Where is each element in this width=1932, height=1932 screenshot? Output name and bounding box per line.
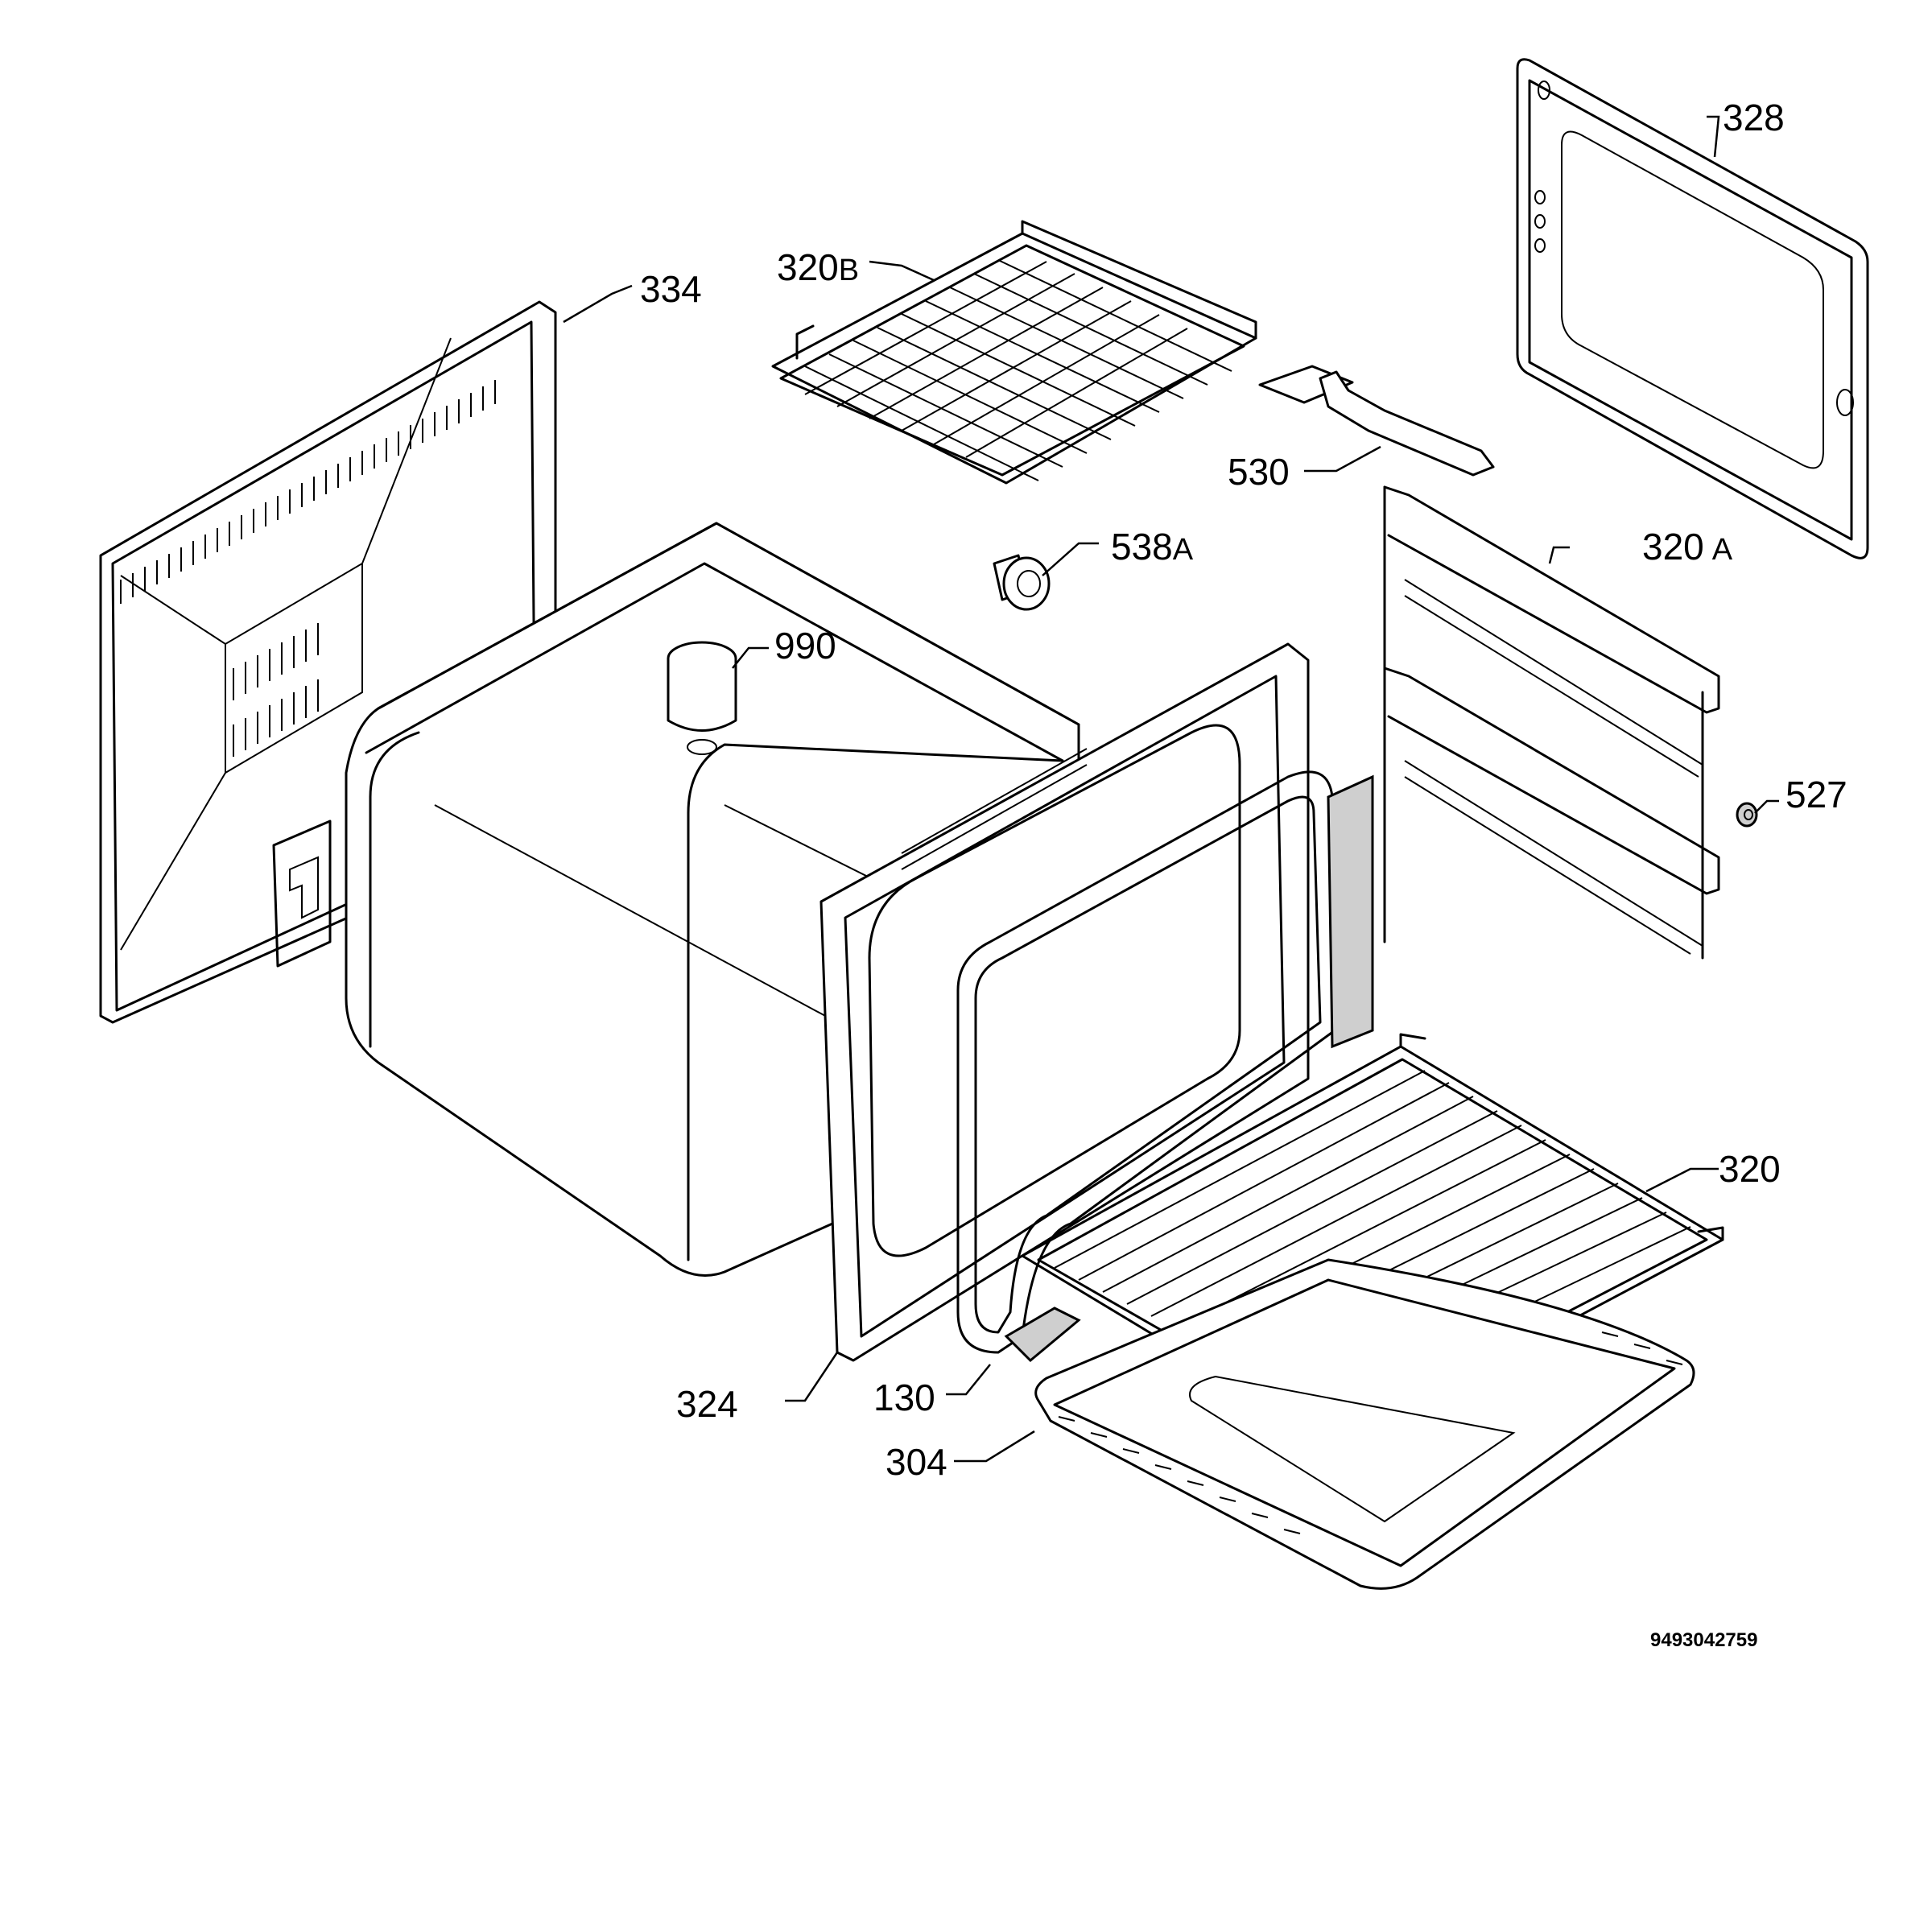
part-324-front-frame[interactable] bbox=[819, 642, 1310, 1362]
part-label-130: 130 bbox=[873, 1377, 935, 1418]
part-label-538A: 538A bbox=[1111, 526, 1194, 568]
part-label-334: 334 bbox=[640, 268, 702, 310]
part-label-328: 328 bbox=[1723, 97, 1785, 138]
part-label-530: 530 bbox=[1228, 451, 1290, 493]
part-label-320: 320 bbox=[1719, 1148, 1781, 1190]
part-label-527: 527 bbox=[1785, 774, 1847, 815]
part-328-door-glass[interactable] bbox=[1516, 58, 1869, 559]
part-530-handle[interactable] bbox=[1258, 365, 1495, 477]
part-320B-wire-rack[interactable] bbox=[771, 220, 1257, 485]
part-label-990: 990 bbox=[774, 625, 836, 667]
part-label-320B: 320B bbox=[777, 246, 859, 288]
part-130-door-seal[interactable] bbox=[956, 770, 1374, 1363]
document-number: 9493042759 bbox=[1650, 1629, 1757, 1651]
part-538A-lamp-holder[interactable] bbox=[993, 554, 1051, 611]
part-320A-side-runners[interactable] bbox=[1383, 485, 1720, 960]
part-label-304: 304 bbox=[886, 1441, 947, 1483]
part-304-baking-tray[interactable] bbox=[1034, 1258, 1695, 1590]
part-label-324: 324 bbox=[676, 1383, 738, 1425]
part-527-screw[interactable] bbox=[1736, 802, 1758, 828]
leader-lines bbox=[563, 115, 1779, 1463]
